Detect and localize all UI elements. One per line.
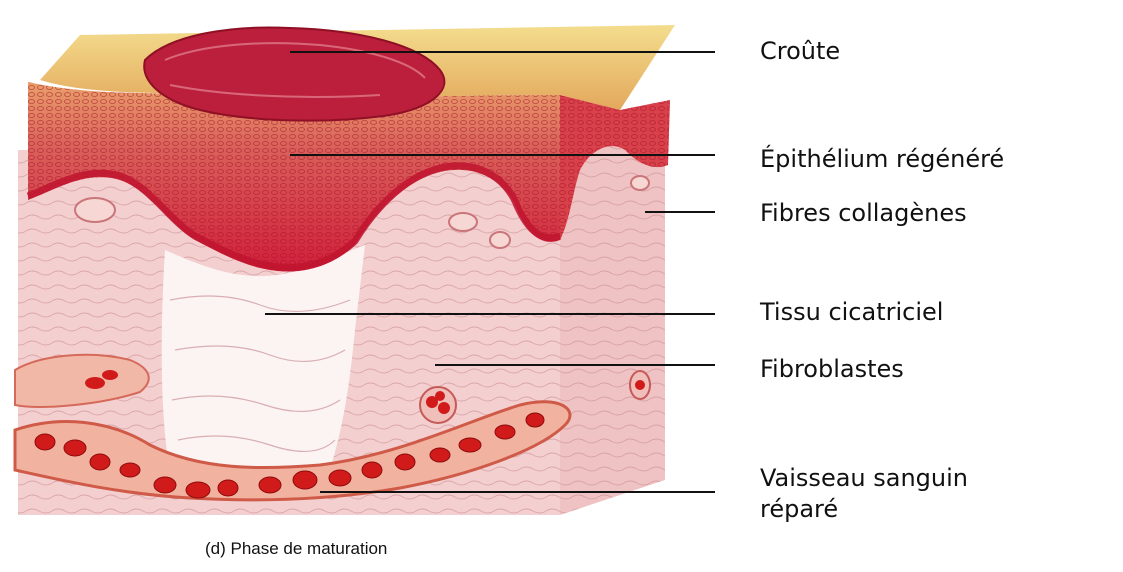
label-tissu-cicatriciel: Tissu cicatriciel: [760, 297, 943, 327]
label-vaisseau-sanguin: Vaisseau sanguin: [760, 463, 968, 493]
label-fibroblastes: Fibroblastes: [760, 354, 904, 384]
label-fibres-collagenes: Fibres collagènes: [760, 198, 967, 228]
scar-tissue-area: [162, 245, 365, 470]
label-epithelium-regenere: Épithélium régénéré: [760, 144, 1004, 174]
label-vaisseau-repare: réparé: [760, 494, 838, 524]
label-croute: Croûte: [760, 36, 840, 66]
figure-caption: (d) Phase de maturation: [205, 539, 387, 559]
